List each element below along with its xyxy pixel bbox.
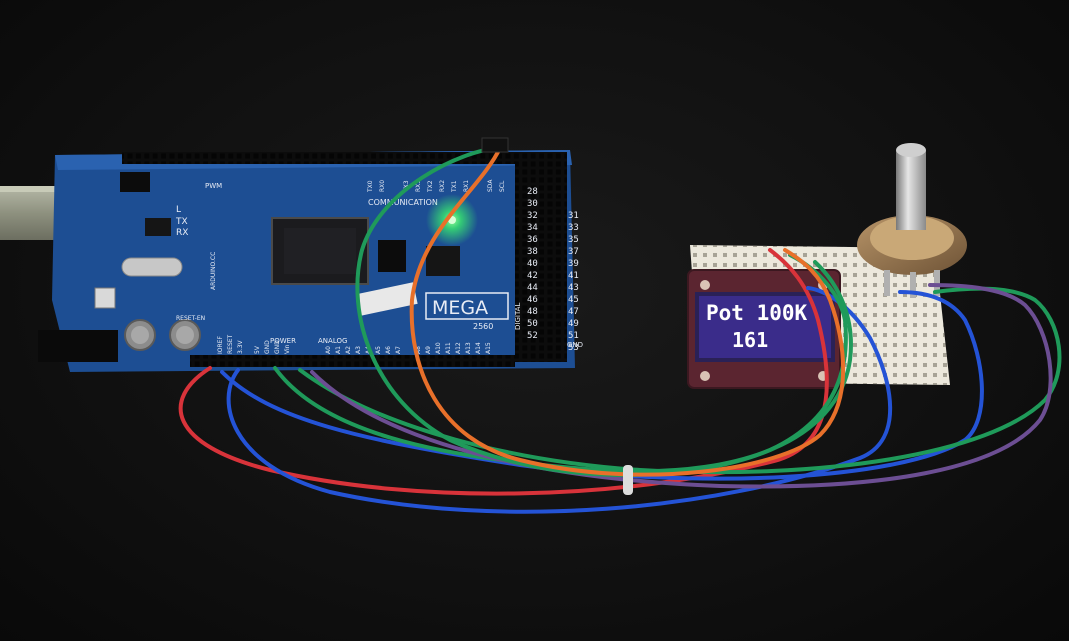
pin-label: 49 bbox=[568, 319, 579, 329]
jumper-wires bbox=[178, 137, 1062, 514]
pin-label: A10 bbox=[435, 342, 442, 354]
pin-label: A1 bbox=[335, 346, 342, 354]
pin-label: A5 bbox=[375, 346, 382, 354]
pin-label: 38 bbox=[527, 247, 538, 257]
mega-logo-box bbox=[425, 292, 509, 320]
pin-label: A11 bbox=[445, 342, 452, 354]
pin-label: 5V bbox=[254, 345, 261, 354]
reset-en-label: RESET-EN bbox=[176, 315, 205, 322]
pin-label: 43 bbox=[568, 283, 579, 293]
wire-orange-scl bbox=[409, 146, 846, 477]
pin-label: 52 bbox=[527, 331, 538, 341]
pin-label: 40 bbox=[527, 259, 538, 269]
pin-label: 28 bbox=[527, 187, 538, 197]
oled-line1: Pot 100K bbox=[706, 301, 808, 325]
rx-label: RX bbox=[176, 228, 188, 238]
icsp2-header bbox=[378, 240, 406, 272]
analog-label: ANALOG bbox=[318, 337, 347, 345]
pin-label: A9 bbox=[425, 346, 432, 354]
pin-label: RX1 bbox=[463, 180, 470, 192]
mcu-16u2-chip bbox=[426, 246, 460, 276]
digital-label: DIGITAL bbox=[514, 303, 522, 330]
pin-label: 36 bbox=[527, 235, 538, 245]
pin-label: 46 bbox=[527, 295, 538, 305]
site-label: ARDUINO.CC bbox=[210, 252, 217, 290]
wire-blue-oled bbox=[226, 286, 893, 514]
pin-label: 37 bbox=[568, 247, 579, 257]
pin-label: TX1 bbox=[451, 180, 458, 193]
pin-label: A7 bbox=[395, 346, 402, 354]
pin-label: RESET bbox=[227, 334, 234, 354]
power-jack bbox=[38, 330, 118, 362]
digital-pin-labels-right: 31 33 35 37 39 41 43 45 47 49 51 53 bbox=[568, 211, 579, 353]
wire-green-pot bbox=[298, 286, 1062, 475]
pin-label: A14 bbox=[475, 342, 482, 354]
pin-label: 53 bbox=[568, 343, 579, 353]
pin-label: Vin bbox=[284, 344, 291, 354]
cable-tie bbox=[623, 465, 633, 495]
pin-label: 47 bbox=[568, 307, 579, 317]
pin-label: A15 bbox=[485, 342, 492, 354]
crystal-oscillator bbox=[121, 257, 183, 277]
wire-red bbox=[178, 248, 829, 496]
pin-label: 44 bbox=[527, 283, 538, 293]
wire-blue-pot bbox=[220, 290, 984, 481]
power-pin-labels: IOREF RESET 3.3V 5V GND GND Vin bbox=[217, 334, 291, 354]
pin-label: RX3 bbox=[415, 180, 422, 192]
pin-label: A0 bbox=[325, 346, 332, 354]
pin-label: 51 bbox=[568, 331, 579, 341]
pin-label: 32 bbox=[527, 211, 538, 221]
pin-label: TX0 bbox=[367, 180, 374, 193]
l-led-label: L bbox=[176, 205, 181, 215]
oled-line2: 161 bbox=[732, 328, 768, 352]
pin-label: 42 bbox=[527, 271, 538, 281]
communication-label: COMMUNICATION bbox=[368, 198, 438, 207]
pot-shaft bbox=[896, 150, 926, 230]
digital-pin-labels-left: 28 30 32 34 36 38 40 42 44 46 48 50 52 bbox=[527, 187, 538, 341]
pin-label: A12 bbox=[455, 342, 462, 354]
pwm-label: PWM bbox=[205, 182, 222, 190]
pin-label: GND bbox=[274, 340, 281, 354]
pin-label: 39 bbox=[568, 259, 579, 269]
pin-label: TX2 bbox=[427, 180, 434, 193]
brand-label: MEGA bbox=[432, 297, 488, 319]
barcode-sticker bbox=[356, 282, 418, 316]
pin-label: RX2 bbox=[439, 180, 446, 192]
pin-label: RX0 bbox=[379, 180, 386, 192]
oled-module: Pot 100K 161 bbox=[687, 269, 841, 389]
reset-button bbox=[94, 287, 116, 309]
wire-purple bbox=[310, 283, 1053, 489]
pin-label: GND bbox=[264, 340, 271, 354]
jumper-connector bbox=[481, 137, 509, 153]
tx-label: TX bbox=[175, 217, 188, 227]
power-label: POWER bbox=[270, 337, 296, 345]
pin-label: 34 bbox=[527, 223, 538, 233]
pin-label: 30 bbox=[527, 199, 538, 209]
pin-label: A8 bbox=[415, 346, 422, 354]
pin-label: A6 bbox=[385, 346, 392, 354]
pin-label: SDA bbox=[487, 179, 494, 192]
icsp-header bbox=[120, 172, 150, 192]
pin-label: 41 bbox=[568, 271, 579, 281]
gnd-label: GND bbox=[567, 341, 583, 349]
pin-label: IOREF bbox=[217, 336, 224, 354]
usb-chip bbox=[145, 218, 171, 236]
pin-label: 33 bbox=[568, 223, 579, 233]
pin-label: 3.3V bbox=[237, 339, 244, 354]
pin-label: 35 bbox=[568, 235, 579, 245]
pin-label: 50 bbox=[527, 319, 538, 329]
pin-label: 45 bbox=[568, 295, 579, 305]
pin-label: 31 bbox=[568, 211, 579, 221]
potentiometer bbox=[857, 143, 967, 298]
pin-label: A2 bbox=[345, 346, 352, 354]
pin-label: SCL bbox=[499, 180, 506, 192]
model-label: 2560 bbox=[473, 322, 493, 331]
pin-label: 48 bbox=[527, 307, 538, 317]
pin-label: A3 bbox=[355, 346, 362, 354]
pin-label: A13 bbox=[465, 342, 472, 354]
arduino-mega-board: MEGA 2560 COMMUNICATION POWER ANALOG DIG… bbox=[38, 150, 583, 372]
wire-green-sda bbox=[355, 146, 848, 477]
